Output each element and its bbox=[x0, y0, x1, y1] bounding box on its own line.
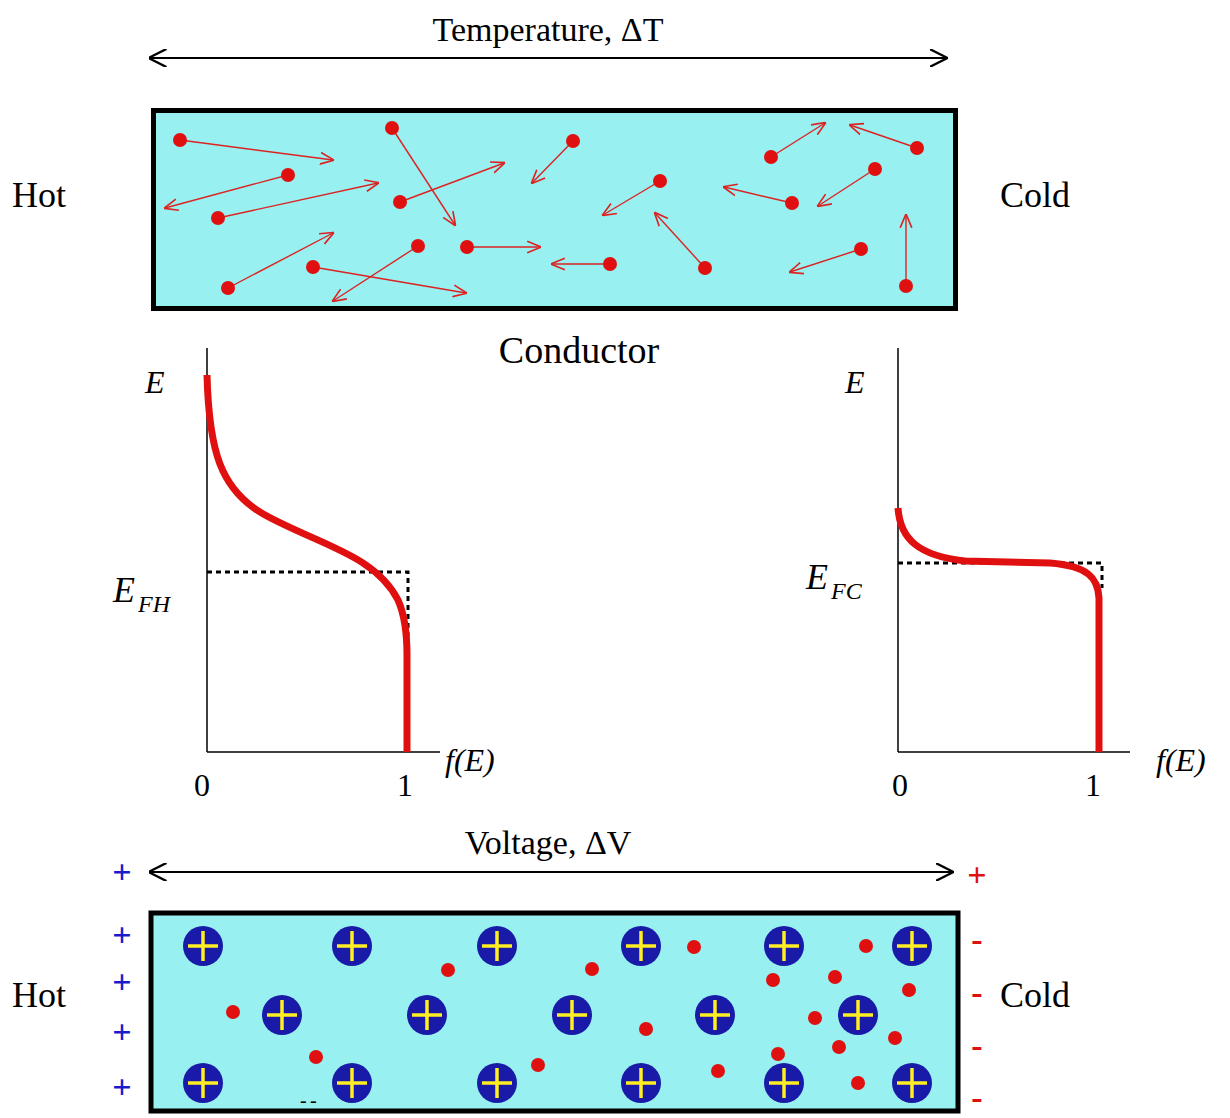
conductor-bar: Conductor bbox=[151, 108, 958, 311]
electrons bbox=[226, 939, 916, 1090]
fermi-subscript: FC bbox=[831, 579, 862, 603]
axis-label: Temperature, ΔT bbox=[427, 13, 670, 47]
side-label: Hot bbox=[12, 977, 66, 1013]
charge-sign: - bbox=[971, 923, 982, 957]
label: - bbox=[310, 1090, 317, 1110]
fermi-level: E bbox=[113, 572, 135, 608]
fermi-hot-graph bbox=[207, 348, 440, 752]
charge-sign: - bbox=[971, 976, 982, 1010]
charge-sign: + bbox=[112, 965, 131, 999]
side-label: Cold bbox=[1000, 977, 1070, 1013]
ions bbox=[183, 926, 932, 1103]
tick-label: 0 bbox=[892, 769, 908, 801]
charge-sign: + bbox=[112, 855, 131, 889]
conductor-bar bbox=[151, 913, 958, 1111]
charge-sign: + bbox=[112, 1070, 131, 1104]
axis-label: f(E) bbox=[445, 744, 495, 776]
axis-label: f(E) bbox=[1156, 744, 1206, 776]
charge-sign: + bbox=[112, 1015, 131, 1049]
moving-electrons bbox=[165, 121, 924, 301]
tick-label: 0 bbox=[194, 769, 210, 801]
side-label: Hot bbox=[12, 177, 66, 213]
charge-sign: - bbox=[971, 1029, 982, 1063]
fermi-subscript: FH bbox=[138, 592, 170, 616]
charge-sign: + bbox=[967, 858, 986, 892]
label: - bbox=[300, 1090, 307, 1110]
tick-label: 1 bbox=[1085, 769, 1101, 801]
voltage-arrow bbox=[150, 871, 952, 873]
charge-sign: - bbox=[971, 1081, 982, 1115]
fermi-level: E bbox=[806, 559, 828, 595]
charge-sign: + bbox=[112, 918, 131, 952]
axis-label: E bbox=[845, 366, 865, 398]
conductor-label: Conductor bbox=[499, 331, 659, 369]
side-label: Cold bbox=[1000, 177, 1070, 213]
temperature-arrow bbox=[150, 57, 946, 59]
tick-label: 1 bbox=[397, 769, 413, 801]
fermi-cold-graph bbox=[898, 348, 1130, 752]
axis-label: Voltage, ΔV bbox=[459, 826, 638, 860]
axis-label: E bbox=[145, 366, 165, 398]
